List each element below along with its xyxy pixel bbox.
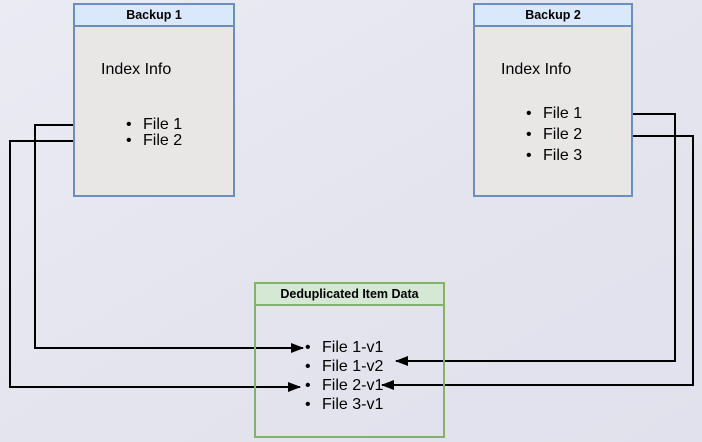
dedup-item: File 3-v1	[297, 395, 383, 414]
backup2-file-item: File 2	[518, 124, 582, 145]
backup2-box: Backup 2 Index Info File 1File 2File 3	[473, 3, 633, 197]
backup2-title: Backup 2	[525, 8, 581, 22]
backup2-header: Backup 2	[475, 5, 631, 27]
backup2-file-item: File 3	[518, 145, 582, 166]
backup2-file-item: File 1	[518, 103, 582, 124]
dedup-item: File 1-v1	[297, 338, 383, 357]
backup1-header: Backup 1	[75, 5, 233, 27]
dedup-item: File 1-v2	[297, 357, 383, 376]
dedup-item-list: File 1-v1File 1-v2File 2-v1File 3-v1	[297, 338, 383, 414]
backup1-file-item: File 1	[118, 117, 182, 134]
backup1-file-list: File 1File 2	[118, 117, 182, 150]
backup1-index-info-label: Index Info	[101, 61, 172, 78]
dedup-item: File 2-v1	[297, 376, 383, 395]
dedup-title: Deduplicated Item Data	[280, 287, 419, 301]
dedup-header: Deduplicated Item Data	[256, 284, 443, 306]
backup1-title: Backup 1	[126, 8, 182, 22]
backup2-file-list: File 1File 2File 3	[518, 103, 582, 166]
backup2-index-info-label: Index Info	[501, 61, 572, 78]
backup1-file-item: File 2	[118, 133, 182, 150]
dedup-box: Deduplicated Item Data File 1-v1File 1-v…	[254, 282, 445, 438]
backup1-box: Backup 1 Index Info File 1File 2	[73, 3, 235, 197]
